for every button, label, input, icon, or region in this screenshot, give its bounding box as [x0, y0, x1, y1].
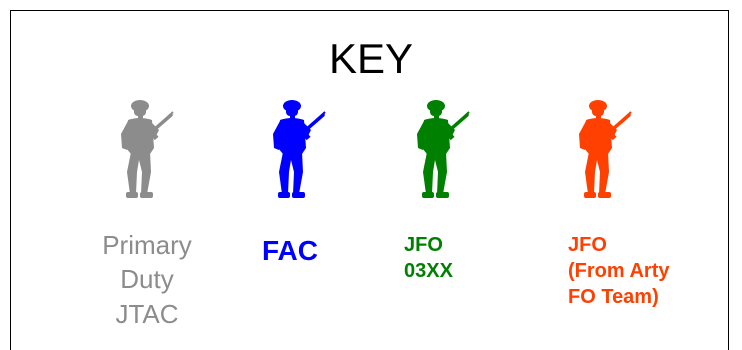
key-frame	[10, 10, 729, 350]
soldier-icon-primary-duty-jtac	[107, 98, 177, 202]
key-title: KEY	[328, 35, 414, 82]
soldier-icon-jfo-arty	[565, 98, 635, 202]
label-jfo-03xx: JFO 03XX	[404, 234, 453, 282]
label-jfo-arty: JFO (From Arty FO Team)	[568, 234, 670, 308]
label-fac: FAC	[262, 235, 318, 266]
soldier-icon-jfo-03xx	[403, 98, 473, 202]
label-primary-duty-jtac: Primary Duty JTAC	[102, 230, 192, 329]
soldier-icon-fac	[259, 98, 329, 202]
